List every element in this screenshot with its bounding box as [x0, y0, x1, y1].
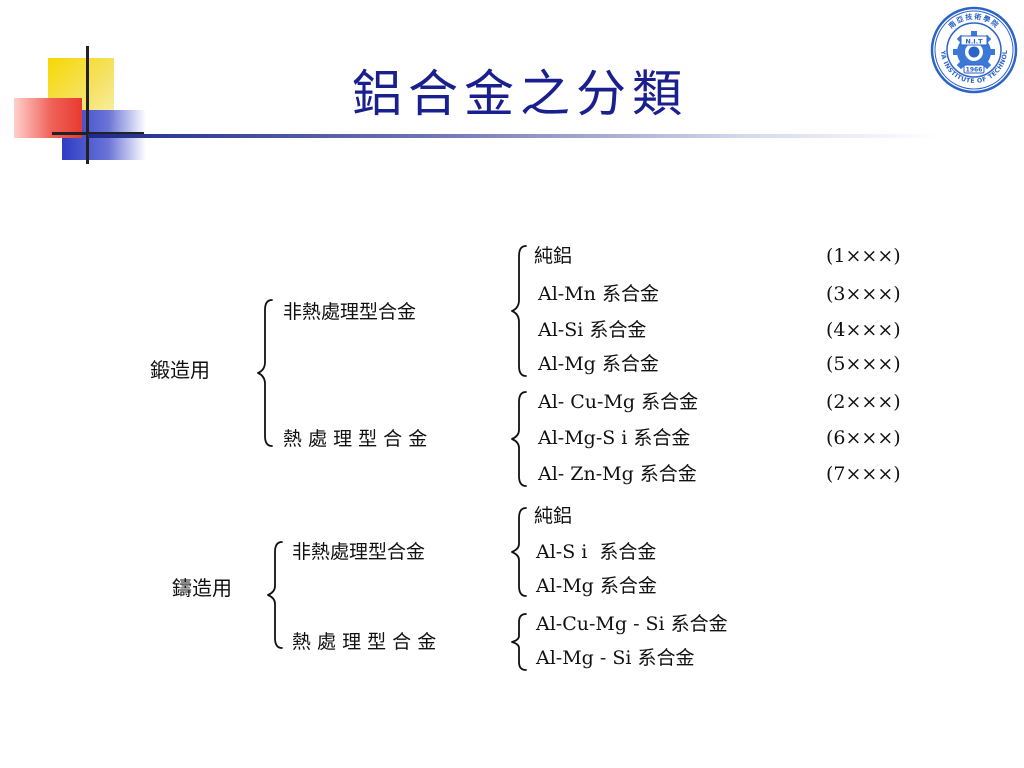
decor-vertical-line: [86, 46, 89, 164]
wrought-item-2-series: (2×××): [826, 391, 901, 413]
cast-item-alcumgsi-name: Al-Cu-Mg - Si 系合金: [536, 613, 728, 635]
wrought-item-6-name: Al-Mg-S i 系合金: [538, 427, 691, 449]
cast-item-alsi-name: Al-S i 系合金: [536, 541, 657, 563]
wrought-item-5-name: Al-Mg 系合金: [538, 353, 659, 375]
wrought-item-1-name: 純鋁: [534, 245, 573, 267]
svg-text:1966: 1966: [966, 66, 983, 73]
cast-item-almg-name: Al-Mg 系合金: [536, 575, 657, 597]
wrought-item-7-name: Al- Zn-Mg 系合金: [538, 463, 697, 485]
wrought-non-heat-label: 非熱處理型合金: [283, 301, 417, 323]
cast-label: 鑄造用: [172, 576, 232, 600]
wrought-item-2-name: Al- Cu-Mg 系合金: [538, 391, 699, 413]
cast-item-almgsi-name: Al-Mg - Si 系合金: [536, 647, 695, 669]
wrought-label: 鍛造用: [150, 358, 210, 382]
cast-heat-brace: [511, 613, 527, 671]
wrought-item-6-series: (6×××): [826, 427, 901, 449]
cast-non-heat-brace: [511, 507, 527, 597]
wrought-item-4-name: Al-Si 系合金: [538, 319, 647, 341]
title-underline: [88, 134, 938, 138]
slide-title: 鋁合金之分類: [352, 65, 688, 123]
cast-item-pure-name: 純鋁: [534, 505, 573, 527]
cast-brace: [267, 541, 283, 649]
cast-heat-label: 熱 處 理 型 合 金: [292, 631, 437, 653]
wrought-heat-label: 熱 處 理 型 合 金: [283, 428, 428, 450]
wrought-item-5-series: (5×××): [826, 353, 901, 375]
wrought-heat-brace: [511, 391, 527, 487]
wrought-brace: [257, 299, 273, 447]
corner-decoration: [0, 0, 150, 170]
wrought-item-3-name: Al-Mn 系合金: [538, 283, 659, 305]
decor-horizontal-line: [52, 132, 144, 135]
svg-text:N.I.T: N.I.T: [965, 37, 983, 45]
institute-seal-logo: NANYA INSTITUTE OF TECHNOLOGY 南亞技術學院 N.I…: [930, 6, 1018, 94]
wrought-item-3-series: (3×××): [826, 283, 901, 305]
decor-red-bar: [14, 98, 82, 138]
wrought-item-4-series: (4×××): [826, 319, 901, 341]
wrought-item-1-series: (1×××): [826, 245, 901, 267]
cast-non-heat-label: 非熱處理型合金: [292, 541, 426, 563]
wrought-item-7-series: (7×××): [826, 463, 901, 485]
wrought-non-heat-brace: [511, 245, 527, 377]
